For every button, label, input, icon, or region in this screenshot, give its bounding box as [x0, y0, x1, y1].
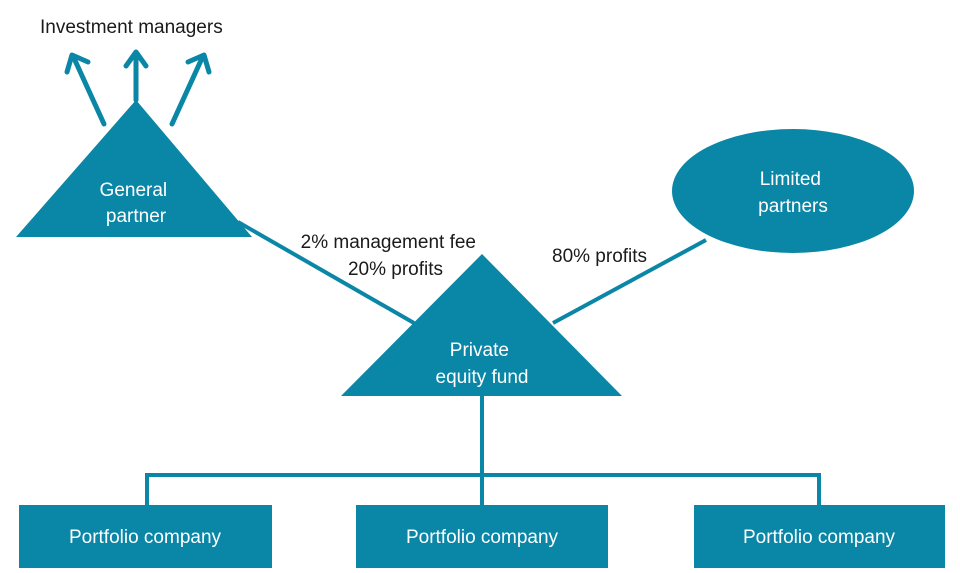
portfolio-company-3: Portfolio company	[694, 505, 945, 568]
gp-to-fund-line	[237, 220, 415, 325]
limited-partners-ellipse	[672, 129, 914, 253]
lp-flow-label: 80% profits	[552, 246, 647, 267]
investment-managers-label: Investment managers	[40, 17, 223, 38]
arrow-right-head	[185, 52, 212, 75]
fund-line2: equity fund	[436, 367, 529, 388]
arrow-right-shaft	[169, 53, 206, 127]
portfolio-company-box	[356, 505, 608, 568]
portfolio-company-2: Portfolio company	[356, 505, 608, 568]
portfolio-bus-line	[145, 473, 821, 506]
lp-to-fund-line	[552, 238, 707, 325]
portfolio-company-label: Portfolio company	[743, 527, 896, 548]
svg-text:General partner: General partner	[100, 180, 173, 227]
arrow-left-head	[64, 52, 91, 75]
investment-manager-arrows	[64, 49, 212, 127]
svg-text:Limited partners: Limited partners	[758, 169, 828, 217]
general-partner-line1: General	[100, 180, 168, 201]
general-partner-line2: partner	[106, 206, 167, 227]
svg-text:Private equity fund: Private equity fund	[436, 340, 529, 388]
portfolio-company-box	[694, 505, 945, 568]
arrow-center-head	[123, 49, 149, 69]
limited-partners-line2: partners	[758, 196, 828, 217]
portfolio-company-label: Portfolio company	[406, 527, 559, 548]
portfolio-company-label: Portfolio company	[69, 527, 222, 548]
arrow-left-shaft	[70, 53, 107, 127]
general-partner-triangle	[16, 100, 252, 237]
gp-flow-line2: 20% profits	[348, 259, 443, 280]
limited-partners-line1: Limited	[760, 169, 821, 190]
gp-flow-line1: 2% management fee	[301, 232, 476, 253]
fund-line1: Private	[450, 340, 509, 361]
portfolio-company-1: Portfolio company	[19, 505, 272, 568]
connector-lines	[145, 220, 821, 506]
portfolio-company-box	[19, 505, 272, 568]
private-equity-fund-triangle	[341, 254, 622, 396]
